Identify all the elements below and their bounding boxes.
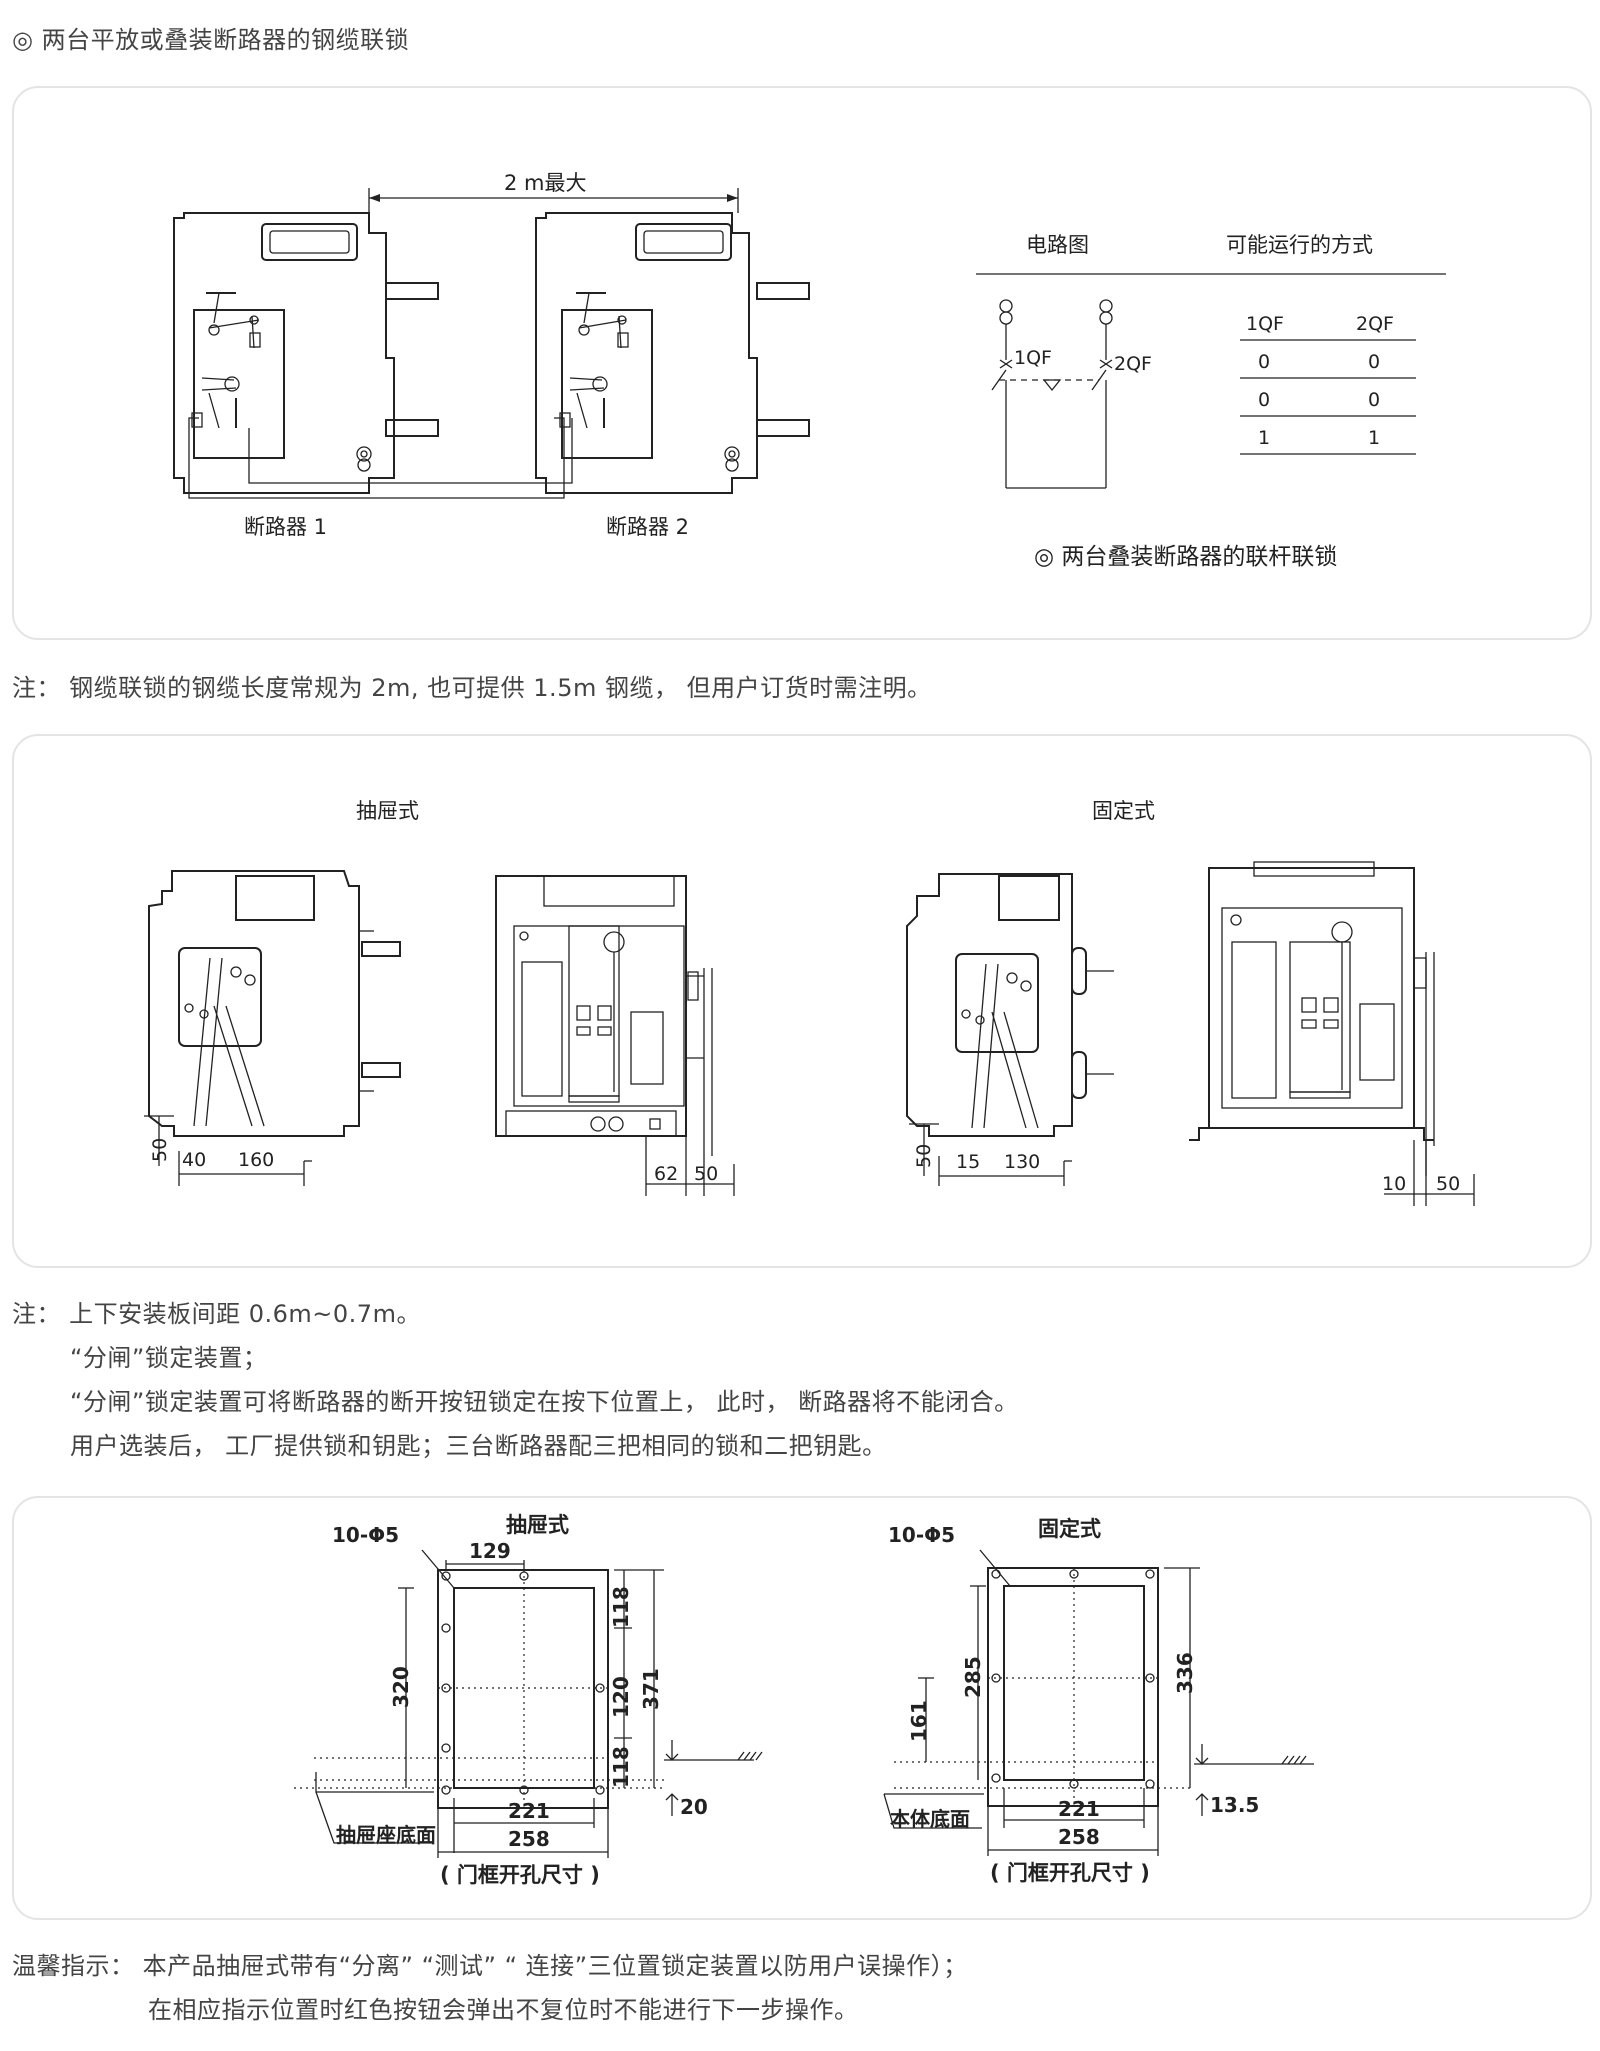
fixed-dim-221: 221 (1058, 1797, 1100, 1821)
table-col-2qf: 2QF (1356, 313, 1394, 335)
figure-panel-door-cutout: 抽屉式 10-Φ5 129 320 118 120 371 (12, 1496, 1592, 1920)
fixed-cutout-caption: ( 门框开孔尺寸 ) (990, 1861, 1150, 1885)
fixed-dim-10: 10 (1382, 1173, 1406, 1195)
drawer-dim-118b: 118 (609, 1746, 633, 1788)
cutout-drawer-title: 抽屉式 (506, 1513, 569, 1537)
tip-red-button: 在相应指示位置时红色按钮会弹出不复位时不能进行下一步操作。 (148, 1996, 859, 2024)
breaker-2-drawing (535, 212, 810, 494)
operation-mode-header: 可能运行的方式 (1226, 233, 1373, 257)
door-cutout-drawing: 抽屉式 10-Φ5 129 320 118 120 371 (294, 1513, 1314, 1887)
drawer-dim-118a: 118 (609, 1586, 633, 1628)
fixed-holes-label: 10-Φ5 (888, 1523, 955, 1547)
drawer-dim-221: 221 (508, 1799, 550, 1823)
figure-panel-cable-interlock: 2 m最大 断路器 1 (12, 86, 1592, 640)
section-title-cable-interlock: ◎ 两台平放或叠装断路器的钢缆联锁 (12, 26, 410, 54)
table-row-1-col-2: 0 (1368, 351, 1380, 373)
cable-interlock-drawing: 2 m最大 断路器 1 (173, 171, 1446, 570)
drawer-dim-40: 40 (182, 1149, 206, 1171)
qf1-label: 1QF (1014, 347, 1052, 369)
drawer-dim-320: 320 (389, 1666, 413, 1708)
fixed-dim-161: 161 (907, 1700, 931, 1742)
breaker-2-label: 断路器 2 (606, 515, 689, 539)
drawer-base-label: 抽屉座底面 (336, 1823, 436, 1847)
drawer-dim-258: 258 (508, 1827, 550, 1851)
drawer-dim-62: 62 (654, 1163, 678, 1185)
cutout-fixed-title: 固定式 (1038, 1517, 1101, 1541)
table-row-3-col-1: 1 (1258, 427, 1270, 449)
drawer-dim-371: 371 (639, 1668, 663, 1710)
drawer-type-label: 抽屉式 (356, 799, 419, 823)
breaker-1-label: 断路器 1 (244, 515, 327, 539)
tip-three-position-lock: 温馨指示： 本产品抽屉式带有“分离” “测试” “ 连接”三位置锁定装置以防用户… (12, 1952, 968, 1980)
fixed-cutout-plate (894, 1567, 1194, 1808)
open-lock-drawing: 抽屉式 固定式 50 40 160 (144, 799, 1475, 1206)
drawer-dim-160: 160 (238, 1149, 274, 1171)
drawer-holes-label: 10-Φ5 (332, 1523, 399, 1547)
drawer-dim-129: 129 (469, 1539, 511, 1563)
drawer-side-view (148, 870, 401, 1137)
linkage-interlock-caption: ◎ 两台叠装断路器的联杆联锁 (1034, 544, 1337, 570)
figure-panel-open-lock: 抽屉式 固定式 50 40 160 (12, 734, 1592, 1268)
note-install-gap: 注： 上下安装板间距 0.6m~0.7m。 (12, 1300, 421, 1328)
circuit-diagram-header: 电路图 (1026, 233, 1089, 257)
table-row-3-col-2: 1 (1368, 427, 1380, 449)
fixed-dim-50: 50 (913, 1144, 935, 1168)
qf2-label: 2QF (1114, 353, 1152, 375)
fixed-dim-130: 130 (1004, 1151, 1040, 1173)
drawer-dim-20: 20 (680, 1795, 708, 1819)
table-col-1qf: 1QF (1246, 313, 1284, 335)
drawer-front-view (495, 875, 713, 1196)
fixed-dim-258: 258 (1058, 1825, 1100, 1849)
fixed-dim-15: 15 (956, 1151, 980, 1173)
note-cable-length: 注： 钢缆联锁的钢缆长度常规为 2m, 也可提供 1.5m 钢缆， 但用户订货时… (12, 674, 932, 702)
drawer-dim-50: 50 (149, 1138, 171, 1162)
table-row-1-col-1: 0 (1258, 351, 1270, 373)
fixed-front-view (1189, 861, 1435, 1176)
fixed-base-label: 本体底面 (890, 1807, 970, 1831)
drawer-cutout-caption: ( 门框开孔尺寸 ) (440, 1863, 600, 1887)
fixed-dim-285: 285 (961, 1656, 985, 1698)
circuit-diagram (991, 299, 1113, 489)
drawer-dim-50b: 50 (694, 1163, 718, 1185)
breaker-1-drawing (173, 212, 439, 494)
fixed-dim-50b: 50 (1436, 1173, 1460, 1195)
drawer-cutout-plate (294, 1569, 664, 1810)
fixed-dim-13-5: 13.5 (1210, 1793, 1259, 1817)
fixed-side-view (906, 873, 1114, 1137)
dim-2m-label: 2 m最大 (504, 171, 587, 195)
fixed-type-label: 固定式 (1092, 799, 1155, 823)
table-row-2-col-1: 0 (1258, 389, 1270, 411)
table-row-2-col-2: 0 (1368, 389, 1380, 411)
note-open-lock-title: “分闸”锁定装置； (70, 1344, 268, 1372)
fixed-dim-336: 336 (1173, 1652, 1197, 1694)
note-open-lock-desc: “分闸”锁定装置可将断路器的断开按钮锁定在按下位置上， 此时， 断路器将不能闭合… (70, 1388, 1019, 1416)
drawer-dim-120: 120 (609, 1676, 633, 1718)
note-lock-keys: 用户选装后， 工厂提供锁和钥匙；三台断路器配三把相同的锁和二把钥匙。 (70, 1432, 887, 1460)
